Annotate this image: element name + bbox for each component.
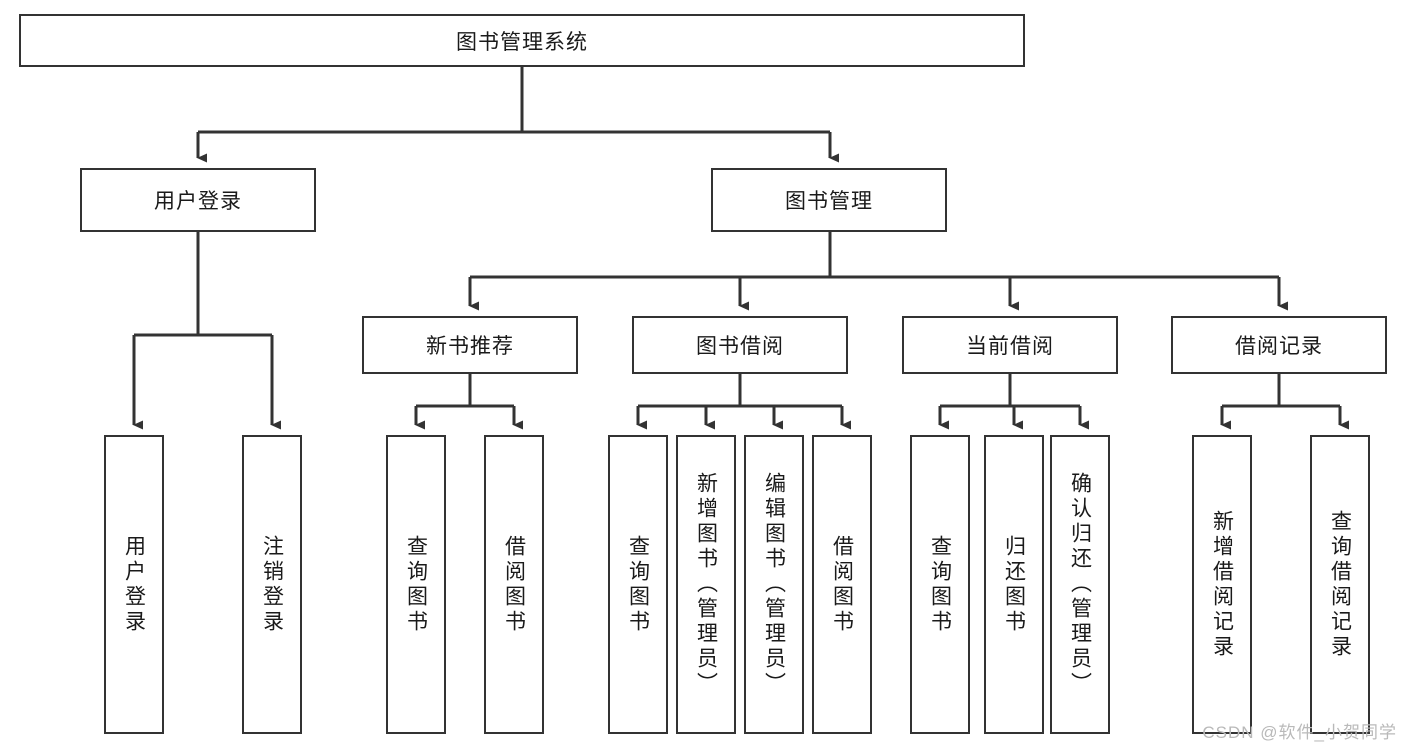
node-root[interactable]: 图书管理系统 <box>19 14 1025 67</box>
node-book-borrow-label: 图书借阅 <box>696 335 784 358</box>
node-leaf-confirm-return[interactable]: 确认归还（管理员） <box>1050 435 1110 734</box>
node-leaf-user-logout[interactable]: 注销登录 <box>242 435 302 734</box>
node-borrow-record[interactable]: 借阅记录 <box>1171 316 1387 374</box>
node-current-borrow-label: 当前借阅 <box>966 335 1054 358</box>
node-user-login-label: 用户登录 <box>154 190 242 213</box>
node-leaf-query-book-3[interactable]: 查询图书 <box>910 435 970 734</box>
node-leaf-borrow-book-1[interactable]: 借阅图书 <box>484 435 544 734</box>
node-leaf-edit-book[interactable]: 编辑图书（管理员） <box>744 435 804 734</box>
node-borrow-record-label: 借阅记录 <box>1235 335 1323 358</box>
node-new-book-rec-label: 新书推荐 <box>426 335 514 358</box>
node-leaf-add-record[interactable]: 新增借阅记录 <box>1192 435 1252 734</box>
node-leaf-user-login-label: 用户登录 <box>122 534 146 635</box>
node-leaf-borrow-book-2[interactable]: 借阅图书 <box>812 435 872 734</box>
node-leaf-borrow-book-2-label: 借阅图书 <box>830 534 854 635</box>
node-leaf-user-logout-label: 注销登录 <box>260 534 284 635</box>
node-leaf-query-record-label: 查询借阅记录 <box>1328 509 1352 660</box>
node-leaf-add-book[interactable]: 新增图书（管理员） <box>676 435 736 734</box>
node-leaf-query-book-2-label: 查询图书 <box>626 534 650 635</box>
node-book-manage[interactable]: 图书管理 <box>711 168 947 232</box>
node-leaf-return-book-label: 归还图书 <box>1002 534 1026 635</box>
node-user-login[interactable]: 用户登录 <box>80 168 316 232</box>
node-leaf-borrow-book-1-label: 借阅图书 <box>502 534 526 635</box>
node-leaf-query-book-3-label: 查询图书 <box>928 534 952 635</box>
node-leaf-confirm-return-label: 确认归还（管理员） <box>1068 472 1092 697</box>
node-leaf-user-login[interactable]: 用户登录 <box>104 435 164 734</box>
node-book-borrow[interactable]: 图书借阅 <box>632 316 848 374</box>
node-leaf-query-record[interactable]: 查询借阅记录 <box>1310 435 1370 734</box>
node-new-book-rec[interactable]: 新书推荐 <box>362 316 578 374</box>
node-leaf-add-record-label: 新增借阅记录 <box>1210 509 1234 660</box>
node-root-label: 图书管理系统 <box>456 30 588 54</box>
node-leaf-query-book-1-label: 查询图书 <box>404 534 428 635</box>
node-book-manage-label: 图书管理 <box>785 190 873 213</box>
node-leaf-add-book-label: 新增图书（管理员） <box>694 472 718 697</box>
node-current-borrow[interactable]: 当前借阅 <box>902 316 1118 374</box>
watermark-text: CSDN @软件_小贺同学 <box>1202 723 1397 742</box>
node-leaf-query-book-1[interactable]: 查询图书 <box>386 435 446 734</box>
node-leaf-edit-book-label: 编辑图书（管理员） <box>762 472 786 697</box>
node-leaf-query-book-2[interactable]: 查询图书 <box>608 435 668 734</box>
node-leaf-return-book[interactable]: 归还图书 <box>984 435 1044 734</box>
